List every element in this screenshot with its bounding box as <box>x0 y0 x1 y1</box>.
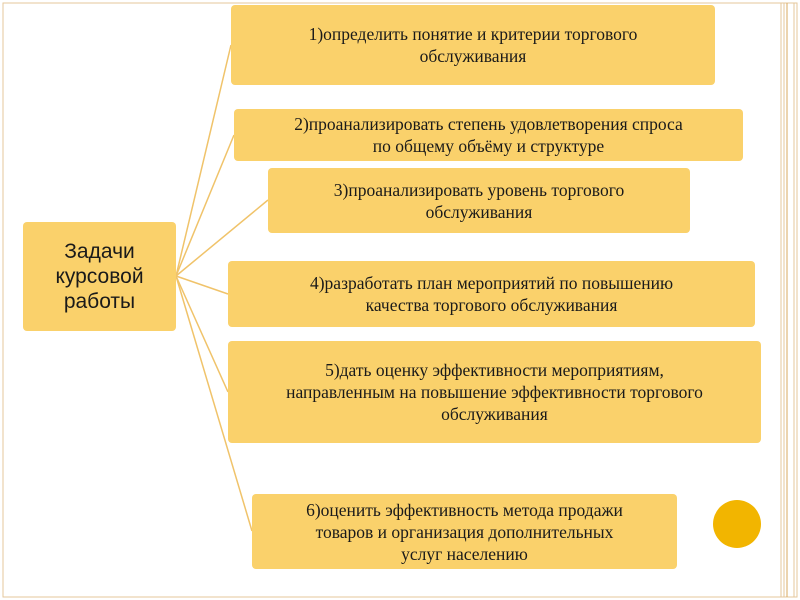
connector-node-4 <box>175 275 229 295</box>
task-node-6: 6)оценить эффективность метода продажи т… <box>252 494 677 569</box>
root-node: Задачи курсовой работы <box>23 222 176 331</box>
task-line: 5)дать оценку эффективности мероприятиям… <box>325 360 664 380</box>
connector-node-6 <box>175 275 253 532</box>
task-line: товаров и организация дополнительных <box>315 521 614 542</box>
task-line: направленным на повышение эффективности … <box>286 382 703 402</box>
task-node-5: 5)дать оценку эффективности мероприятиям… <box>228 341 761 443</box>
root-line: работы <box>63 290 136 313</box>
task-line: по общему объёму и структуре <box>372 136 605 156</box>
decorative-circle <box>713 500 761 548</box>
task-line: услуг населению <box>401 543 528 564</box>
task-node-3: 3)проанализировать уровень торгового обс… <box>268 168 690 233</box>
task-line: 1)определить понятие и критерии торговог… <box>308 24 638 44</box>
task-line: 4)разработать план мероприятий по повыше… <box>309 273 674 293</box>
connector-node-5 <box>175 275 229 393</box>
root-line: Задачи <box>64 240 135 263</box>
task-line: 6)оценить эффективность метода продажи <box>306 499 623 520</box>
connector-node-3 <box>175 199 269 277</box>
task-line: качества торгового обслуживания <box>365 295 618 315</box>
task-line: обслуживания <box>419 46 527 66</box>
task-node-4: 4)разработать план мероприятий по повыше… <box>228 261 755 327</box>
root-line: курсовой <box>55 265 144 288</box>
task-node-1: 1)определить понятие и критерии торговог… <box>231 5 715 85</box>
connector-node-2 <box>175 134 235 277</box>
connector-node-1 <box>175 44 232 277</box>
task-line: обслуживания <box>441 404 548 424</box>
task-line: 2)проанализировать степень удовлетворени… <box>294 114 683 134</box>
task-line: обслуживания <box>425 201 533 222</box>
task-node-2: 2)проанализировать степень удовлетворени… <box>234 109 743 161</box>
task-line: 3)проанализировать уровень торгового <box>333 179 625 200</box>
